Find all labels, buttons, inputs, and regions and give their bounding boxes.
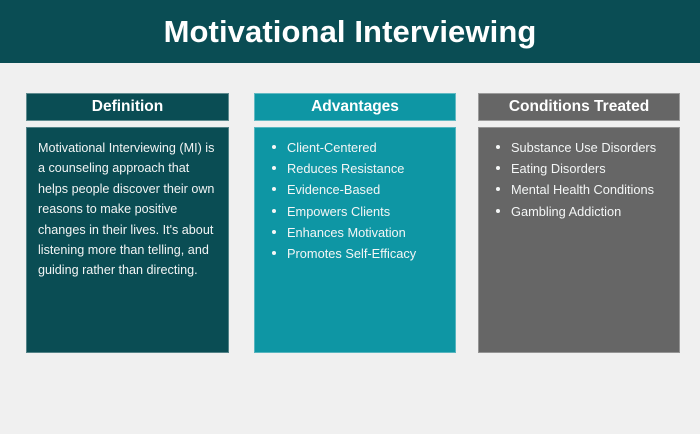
list-item-label: Reduces Resistance (287, 161, 405, 177)
conditions-list: Substance Use Disorders Eating Disorders… (488, 138, 670, 222)
column-advantages: Advantages Client-Centered Reduces Resis… (254, 93, 456, 353)
list-item-label: Enhances Motivation (287, 224, 406, 240)
bullet-icon (272, 187, 276, 192)
list-item-label: Gambling Addiction (511, 203, 622, 219)
list-item: Mental Health Conditions (494, 180, 670, 201)
list-item-label: Evidence-Based (287, 182, 381, 198)
column-header-definition: Definition (26, 93, 229, 121)
bullet-icon (272, 251, 276, 256)
list-item: Client-Centered (270, 138, 446, 159)
list-item: Empowers Clients (270, 202, 446, 223)
bullet-icon (496, 166, 500, 171)
column-header-label: Conditions Treated (508, 98, 650, 116)
list-item: Enhances Motivation (270, 223, 446, 244)
column-header-label: Advantages (311, 98, 399, 116)
column-definition: Definition Motivational Interviewing (MI… (26, 93, 229, 353)
columns-container: Definition Motivational Interviewing (MI… (0, 63, 700, 434)
bullet-icon (496, 208, 500, 213)
title-banner: Motivational Interviewing (0, 0, 700, 63)
column-header-advantages: Advantages (254, 93, 456, 121)
list-item: Evidence-Based (270, 180, 446, 201)
column-body-conditions-treated: Substance Use Disorders Eating Disorders… (478, 127, 680, 353)
list-item-label: Empowers Clients (287, 203, 391, 219)
list-item: Eating Disorders (494, 159, 670, 180)
bullet-icon (272, 229, 276, 234)
advantages-list: Client-Centered Reduces Resistance Evide… (264, 138, 446, 265)
column-header-label: Definition (91, 98, 164, 116)
list-item-label: Substance Use Disorders (511, 140, 657, 155)
bullet-icon (272, 145, 276, 149)
column-conditions-treated: Conditions Treated Substance Use Disorde… (478, 93, 680, 353)
page-title: Motivational Interviewing (163, 14, 537, 49)
list-item-label: Mental Health Conditions (511, 182, 654, 198)
bullet-icon (496, 187, 500, 192)
list-item: Substance Use Disorders (494, 138, 670, 159)
list-item-label: Promotes Self-Efficacy (287, 246, 417, 262)
bullet-icon (272, 208, 276, 213)
list-item: Gambling Addiction (494, 202, 670, 223)
list-item: Reduces Resistance (270, 159, 446, 180)
list-item-label: Client-Centered (287, 140, 377, 155)
column-header-conditions-treated: Conditions Treated (478, 93, 680, 121)
list-item-label: Eating Disorders (511, 161, 606, 177)
column-body-definition: Motivational Interviewing (MI) is a coun… (26, 127, 229, 353)
bullet-icon (496, 145, 500, 149)
column-body-advantages: Client-Centered Reduces Resistance Evide… (254, 127, 456, 353)
bullet-icon (272, 166, 276, 171)
definition-paragraph: Motivational Interviewing (MI) is a coun… (38, 141, 215, 278)
list-item: Promotes Self-Efficacy (270, 244, 446, 265)
